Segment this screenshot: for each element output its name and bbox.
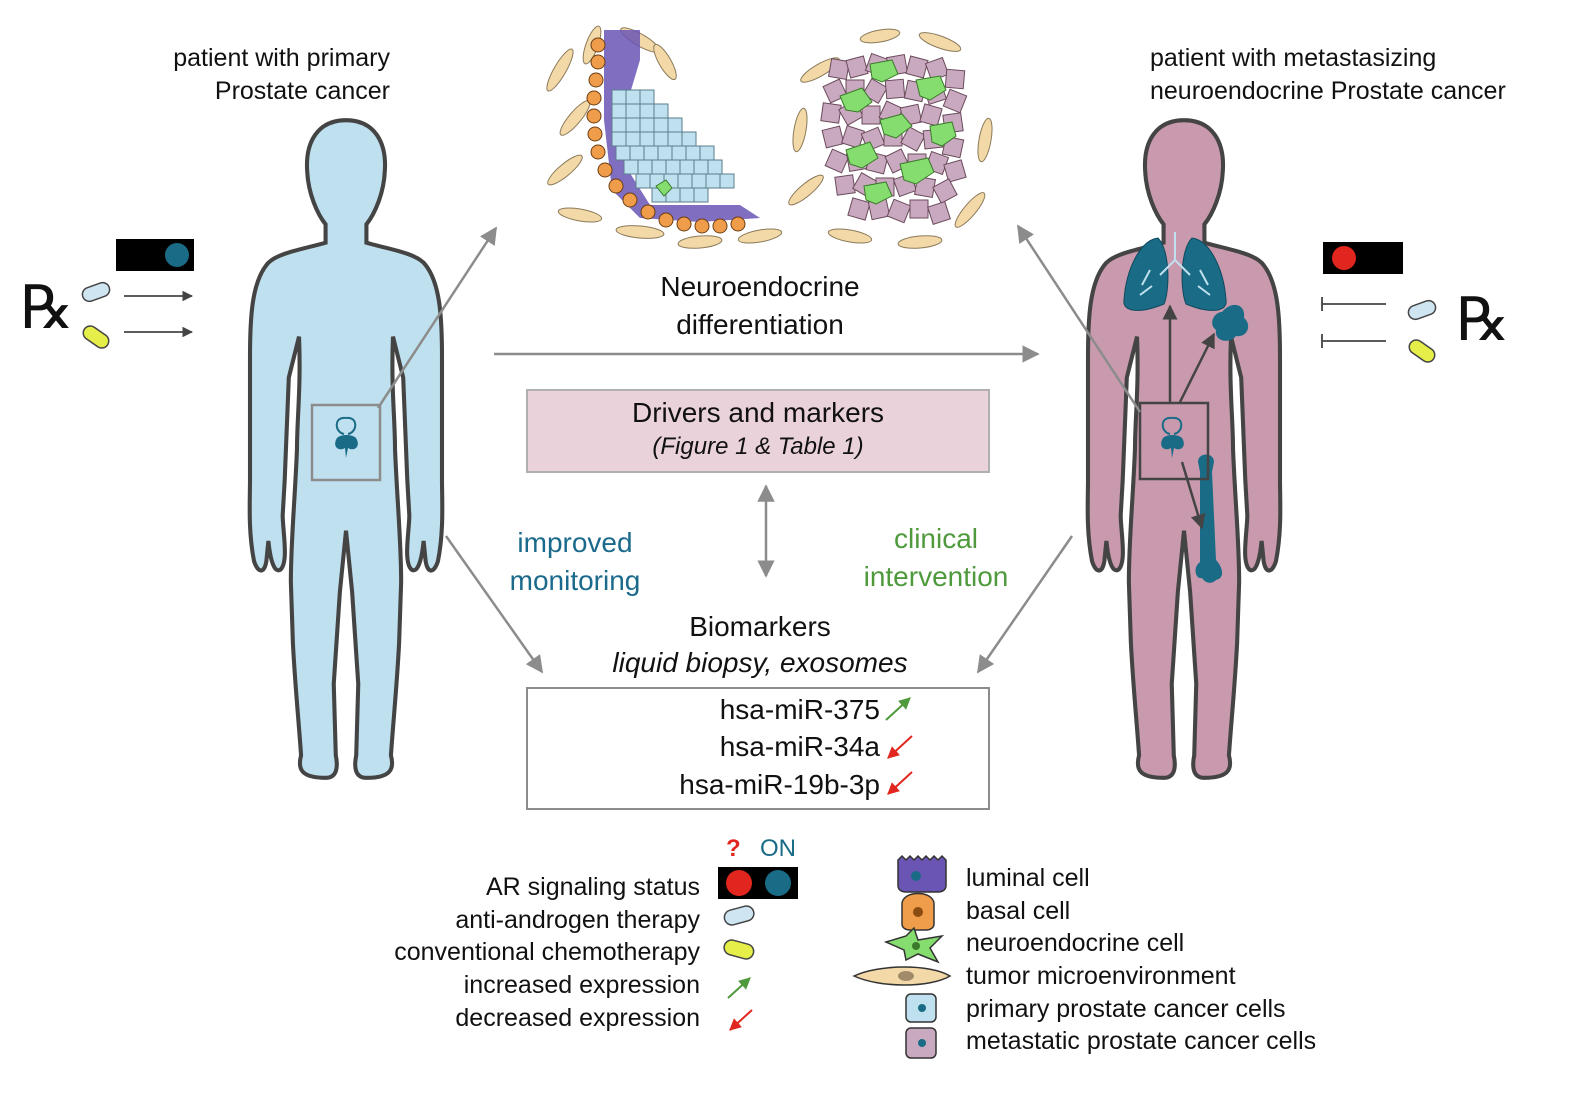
right-patient-body xyxy=(1088,120,1281,778)
improved-line1: improved xyxy=(517,527,633,558)
legend-primary-cell-icon xyxy=(905,993,937,1023)
legend-metastatic-cell-icon xyxy=(905,1027,937,1059)
improved-line2: monitoring xyxy=(509,565,641,596)
mirna-375-up-arrow xyxy=(885,697,911,721)
bone-icon xyxy=(1195,454,1223,583)
right-prostate-box xyxy=(1138,401,1210,481)
left-ar-status-indicator xyxy=(116,239,194,271)
left-pill-blue-icon xyxy=(81,281,111,303)
right-therapy-block-2 xyxy=(1321,334,1386,348)
clinical-line2: intervention xyxy=(863,561,1009,592)
right-patient-title: patient with metastasizing neuroendocrin… xyxy=(1150,42,1570,108)
left-rx-symbol: ℞ xyxy=(20,273,74,343)
drivers-box xyxy=(526,389,990,473)
improved-monitoring-label: improved monitoring xyxy=(480,524,670,600)
legend-question-mark: ? xyxy=(726,835,741,862)
legend-ar-status-label: AR signaling status xyxy=(485,873,700,901)
left-title-line1: patient with primary xyxy=(173,44,390,72)
arrow-left-body-to-biomarkers xyxy=(444,535,544,674)
legend-increased-arrow xyxy=(727,977,751,999)
arrow-right-body-to-biomarkers xyxy=(976,535,1074,674)
mirna-19b-label: hsa-miR-19b-3p xyxy=(679,769,880,800)
legend-on-label: ON xyxy=(760,835,796,862)
legend-chemo-label: conventional chemotherapy xyxy=(394,938,700,966)
right-rx-symbol: ℞ xyxy=(1456,285,1510,355)
left-prostate-box xyxy=(310,403,382,482)
legend-decreased-arrow xyxy=(729,1009,753,1031)
legend-luminal-label: luminal cell xyxy=(966,864,1090,892)
right-pill-yellow-icon xyxy=(1408,339,1436,363)
legend-neuro-cell-icon xyxy=(883,926,945,964)
clinical-intervention-label: clinical intervention xyxy=(838,520,1034,596)
neuroendocrine-differentiation-label: Neuroendocrine differentiation xyxy=(600,268,920,344)
mirna-box xyxy=(526,687,990,810)
metastasis-blob-icon xyxy=(1212,304,1249,341)
clinical-line1: clinical xyxy=(893,523,979,554)
neuro-line1: Neuroendocrine xyxy=(660,271,860,302)
legend-basal-label: basal cell xyxy=(966,897,1071,925)
drivers-subtitle: (Figure 1 & Table 1) xyxy=(652,433,864,460)
right-therapy-block-1 xyxy=(1321,297,1386,311)
legend-pill-yellow-icon xyxy=(723,939,755,960)
right-pill-blue-icon xyxy=(1407,299,1437,321)
legend-decreased-label: decreased expression xyxy=(455,1004,700,1032)
lungs-icon xyxy=(1123,232,1227,311)
left-patient-title: patient with primary Prostate cancer xyxy=(120,42,390,108)
legend-tme-icon xyxy=(852,966,952,986)
legend-tme-label: tumor microenvironment xyxy=(966,962,1236,990)
metastasis-arrow-bone xyxy=(1180,461,1206,530)
metastasis-arrow-liver xyxy=(1178,332,1216,403)
legend-primary-label: primary prostate cancer cells xyxy=(966,995,1286,1023)
left-pill-yellow-icon xyxy=(82,325,110,349)
legend-increased-label: increased expression xyxy=(463,971,700,999)
mirna-375-label: hsa-miR-375 xyxy=(719,694,880,725)
drivers-title: Drivers and markers xyxy=(631,397,885,428)
legend-basal-cell-icon xyxy=(901,892,935,931)
right-title-line1: patient with metastasizing xyxy=(1150,44,1437,72)
arrow-left-body-to-tissue xyxy=(376,226,498,409)
left-title-line2: Prostate cancer xyxy=(214,77,390,105)
legend-ar-status-indicator xyxy=(718,867,798,899)
biomarkers-subtitle: liquid biopsy, exosomes xyxy=(612,647,908,678)
neuro-line2: differentiation xyxy=(676,309,844,340)
mirna-34a-down-arrow xyxy=(887,735,913,759)
mirna-19b-down-arrow xyxy=(887,771,913,795)
biomarkers-title: Biomarkers xyxy=(689,611,831,642)
mirna-34a-label: hsa-miR-34a xyxy=(719,731,880,762)
legend-neuro-label: neuroendocrine cell xyxy=(966,929,1185,957)
legend-luminal-cell-icon xyxy=(897,854,947,893)
right-title-line2: neuroendocrine Prostate cancer xyxy=(1150,77,1506,105)
primary-tissue-illustration xyxy=(546,25,783,249)
legend-pill-blue-icon xyxy=(723,905,755,926)
legend-anti-androgen-label: anti-androgen therapy xyxy=(455,906,700,934)
metastatic-tissue-illustration xyxy=(788,28,993,249)
legend-metastatic-label: metastatic prostate cancer cells xyxy=(966,1027,1317,1055)
arrow-right-body-to-tissue xyxy=(1016,224,1142,413)
right-ar-status-indicator xyxy=(1323,242,1403,274)
